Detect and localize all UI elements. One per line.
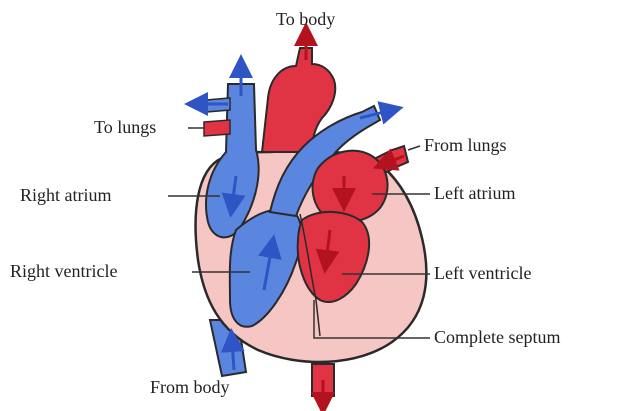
leader-from-lungs — [408, 146, 420, 150]
label-left-atrium: Left atrium — [434, 184, 515, 202]
label-left-ventricle: Left ventricle — [434, 264, 531, 282]
label-right-ventricle: Right ventricle — [10, 262, 117, 280]
label-to-body: To body — [276, 10, 335, 28]
label-from-lungs: From lungs — [424, 136, 507, 154]
flow-arrow-ivc — [232, 340, 234, 370]
label-complete-septum: Complete septum — [434, 328, 560, 346]
to-lungs-vessel-red — [204, 120, 230, 136]
label-right-atrium: Right atrium — [20, 186, 112, 204]
label-from-body: From body — [150, 378, 230, 396]
label-to-lungs: To lungs — [94, 118, 156, 136]
